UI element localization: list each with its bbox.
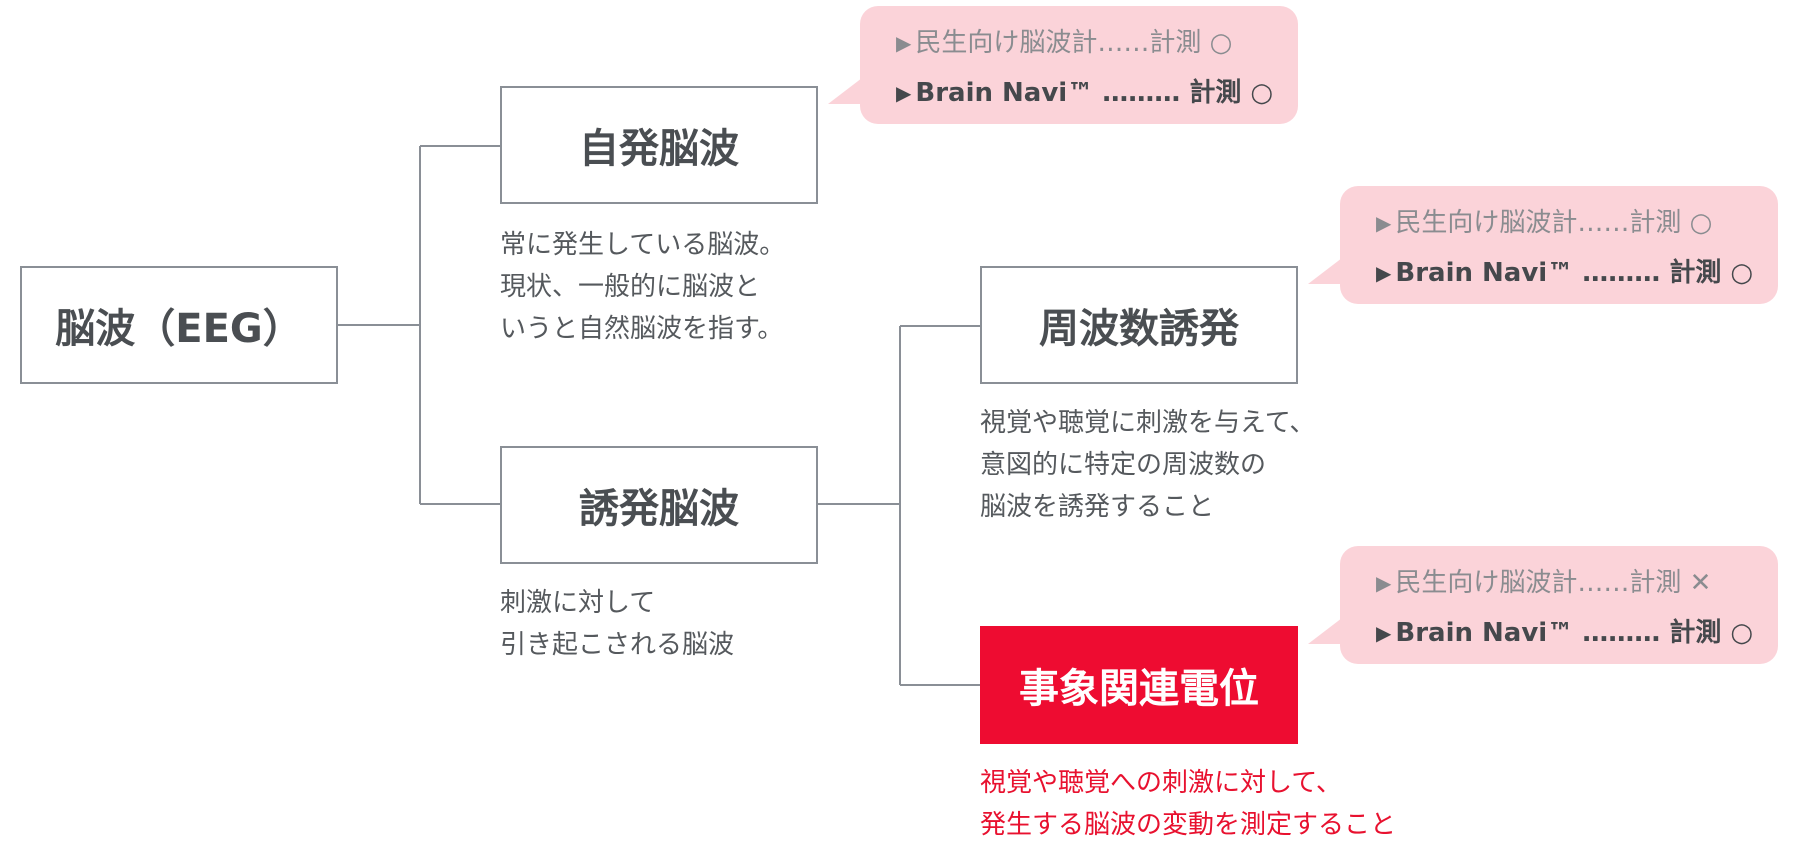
consumer-eeg-row: ▶ 民生向け脳波計……計測 ○: [896, 18, 1298, 68]
bubble-tail: [1308, 618, 1342, 644]
arrow-icon: ▶: [896, 31, 912, 55]
desc-line: 視覚や聴覚に刺激を与えて、: [980, 408, 1316, 438]
brain-navi-text: Brain Navi™ ……… 計測 ○: [1395, 258, 1754, 288]
node-evoked-eeg: 誘発脳波: [500, 446, 818, 564]
frequency-evoked-description: 視覚や聴覚に刺激を与えて、 意図的に特定の周波数の 脳波を誘発すること: [980, 402, 1315, 528]
desc-line: 常に発生している脳波。: [500, 230, 786, 260]
measurement-bubble-erp: ▶ 民生向け脳波計……計測 ✕ ▶ Brain Navi™ ……… 計測 ○: [1308, 546, 1778, 664]
node-spontaneous-eeg: 自発脳波: [500, 86, 818, 204]
arrow-icon: ▶: [1376, 211, 1392, 235]
brain-navi-row: ▶ Brain Navi™ ……… 計測 ○: [1376, 248, 1778, 298]
brain-navi-text: Brain Navi™ ……… 計測 ○: [1395, 618, 1754, 648]
brain-navi-row: ▶ Brain Navi™ ……… 計測 ○: [896, 68, 1298, 118]
brain-navi-text: Brain Navi™ ……… 計測 ○: [915, 78, 1274, 108]
desc-line: 視覚や聴覚への刺激に対して、: [980, 768, 1342, 798]
desc-line: 現状、一般的に脳波と: [500, 272, 761, 302]
arrow-icon: ▶: [896, 81, 912, 105]
desc-line: 発生する脳波の変動を測定すること: [980, 810, 1397, 840]
arrow-icon: ▶: [1376, 621, 1392, 645]
erp-description: 視覚や聴覚への刺激に対して、 発生する脳波の変動を測定すること: [980, 762, 1396, 846]
desc-line: 意図的に特定の周波数の: [980, 450, 1267, 480]
arrow-icon: ▶: [1376, 261, 1392, 285]
node-frequency-evoked: 周波数誘発: [980, 266, 1298, 384]
consumer-eeg-text: 民生向け脳波計……計測 ○: [1395, 208, 1713, 238]
bubble-tail: [828, 78, 862, 104]
consumer-eeg-row: ▶ 民生向け脳波計……計測 ○: [1376, 198, 1778, 248]
desc-line: 脳波を誘発すること: [980, 492, 1215, 522]
measurement-bubble-frequency: ▶ 民生向け脳波計……計測 ○ ▶ Brain Navi™ ……… 計測 ○: [1308, 186, 1778, 304]
node-eeg: 脳波（EEG）: [20, 266, 338, 384]
consumer-eeg-text: 民生向け脳波計……計測 ○: [915, 28, 1233, 58]
evoked-eeg-description: 刺激に対して 引き起こされる脳波: [500, 582, 734, 666]
desc-line: いうと自然脳波を指す。: [500, 314, 784, 344]
desc-line: 刺激に対して: [500, 588, 656, 618]
desc-line: 引き起こされる脳波: [500, 630, 735, 660]
consumer-eeg-row: ▶ 民生向け脳波計……計測 ✕: [1376, 558, 1778, 608]
bubble-tail: [1308, 258, 1342, 284]
node-event-related-potential: 事象関連電位: [980, 626, 1298, 744]
brain-navi-row: ▶ Brain Navi™ ……… 計測 ○: [1376, 608, 1778, 658]
arrow-icon: ▶: [1376, 571, 1392, 595]
consumer-eeg-text: 民生向け脳波計……計測 ✕: [1395, 568, 1712, 598]
measurement-bubble-spontaneous: ▶ 民生向け脳波計……計測 ○ ▶ Brain Navi™ ……… 計測 ○: [828, 6, 1298, 124]
spontaneous-eeg-description: 常に発生している脳波。 現状、一般的に脳波と いうと自然脳波を指す。: [500, 224, 785, 350]
